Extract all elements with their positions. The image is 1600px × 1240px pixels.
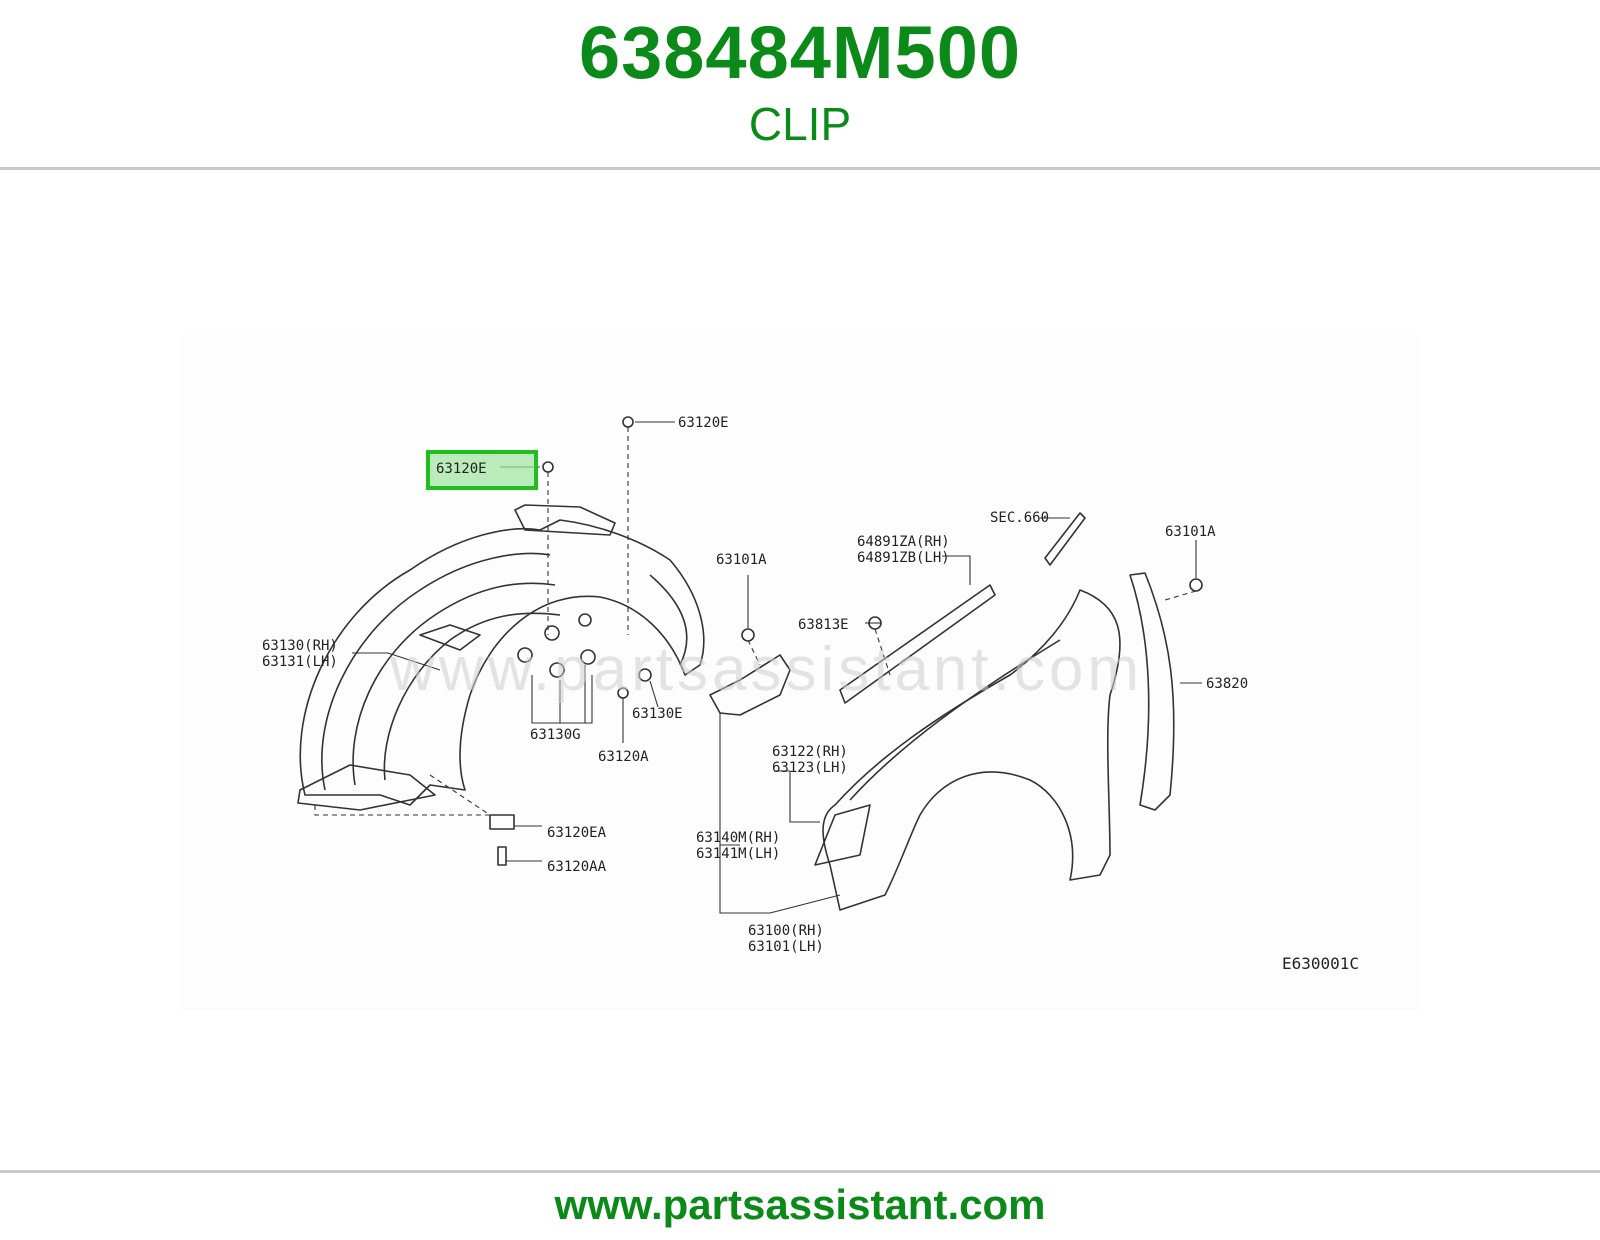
label-63120ea[interactable]: 63120EA (547, 825, 607, 841)
label-63122-rh[interactable]: 63122(RH) (772, 744, 848, 760)
clip-63120e-top (622, 416, 634, 428)
wheel-arch-liner-rib-2 (352, 582, 556, 786)
wheel-arch-liner-outer (299, 519, 705, 806)
dash-63101a-right (1164, 590, 1197, 601)
label-63120e-top[interactable]: 63120E (678, 415, 729, 431)
leader-63140m-to-63100 (719, 713, 770, 914)
label-64891zb-lh[interactable]: 64891ZB(LH) (857, 550, 950, 566)
highlight-box[interactable] (426, 450, 538, 490)
footer-site-link[interactable]: www.partsassistant.com (554, 1181, 1046, 1228)
sec660-part (1044, 512, 1086, 566)
label-63140m-rh[interactable]: 63140M(RH) (696, 830, 780, 846)
part-number-title: 638484M500 (578, 11, 1022, 94)
clip-63130e (638, 668, 652, 682)
leader-63130g-ticks (559, 665, 586, 723)
dash-63120ea (314, 805, 490, 816)
clip-63120ea (489, 814, 515, 830)
leader-64891z (942, 555, 971, 585)
label-63120e-highlighted[interactable]: 63120E (436, 461, 487, 477)
footer-divider (0, 1170, 1600, 1173)
wheel-arch-liner-top-tab (514, 504, 616, 536)
leader-63130e (649, 680, 659, 708)
label-63101a-mid[interactable]: 63101A (716, 552, 767, 568)
label-63813e[interactable]: 63813E (798, 617, 849, 633)
header-divider (0, 167, 1600, 170)
front-fender-63100 (822, 589, 1121, 911)
dashed-leaders (314, 427, 1197, 816)
label-64891za-rh[interactable]: 64891ZA(RH) (857, 534, 950, 550)
bolt-63101a-right (1189, 578, 1203, 592)
label-63130e[interactable]: 63130E (632, 706, 683, 722)
label-63141m-lh[interactable]: 63141M(LH) (696, 846, 780, 862)
clip-63130g-3 (549, 662, 565, 678)
front-fender-character-line (849, 639, 1061, 801)
diagram-svg: www.partsassistant.com 63120E 63120E 631… (262, 415, 1359, 973)
page-header: 638484M500 CLIP (0, 0, 1600, 168)
label-63130g[interactable]: 63130G (530, 727, 581, 743)
clip-63120e-highlight (542, 461, 554, 473)
dash-liner-to-63120ea (429, 774, 491, 816)
leader-63122 (775, 770, 820, 823)
fender-seal-64891z (839, 584, 996, 704)
clip-63130g-1 (544, 625, 560, 641)
label-63820[interactable]: 63820 (1206, 676, 1248, 692)
label-sec660[interactable]: SEC.660 (990, 510, 1049, 526)
fender-liner-63122 (814, 804, 871, 866)
wheel-arch-liner-rib-1 (321, 552, 551, 791)
parts-diagram: www.partsassistant.com 63120E 63120E 631… (180, 335, 1420, 1010)
leader-63130 (352, 652, 441, 671)
diagram-reference-code: E630001C (1282, 954, 1359, 973)
clip-63130g-5 (578, 613, 592, 627)
watermark-text: www.partsassistant.com (389, 635, 1143, 704)
label-63101a-right[interactable]: 63101A (1165, 524, 1216, 540)
label-63101-lh[interactable]: 63101(LH) (748, 939, 824, 955)
fender-bracket-63140m (709, 654, 791, 716)
label-63130rh[interactable]: 63130(RH) (262, 638, 338, 654)
wheel-arch-liner-window (419, 624, 481, 651)
label-63120aa[interactable]: 63120AA (547, 859, 607, 875)
fender-protector-63820 (1129, 572, 1175, 811)
dash-63101a-mid (747, 639, 761, 666)
wheel-arch-liner-rib-3 (383, 612, 561, 781)
label-63123-lh[interactable]: 63123(LH) (772, 760, 848, 776)
bolt-63120aa (497, 846, 507, 866)
diagram-linework (297, 416, 1203, 911)
part-name-subtitle: CLIP (748, 98, 852, 150)
dash-63813e (874, 628, 891, 676)
wheel-arch-liner-bottom-flap (297, 764, 436, 811)
clip-63130g-4 (580, 649, 596, 665)
wheel-arch-liner-rear-edge (649, 574, 688, 666)
label-63120a[interactable]: 63120A (598, 749, 649, 765)
label-63100-rh[interactable]: 63100(RH) (748, 923, 824, 939)
leader-63100 (769, 894, 841, 914)
clip-63130g-2 (517, 647, 533, 663)
label-63131lh[interactable]: 63131(LH) (262, 654, 338, 670)
leader-63130g (531, 675, 593, 724)
